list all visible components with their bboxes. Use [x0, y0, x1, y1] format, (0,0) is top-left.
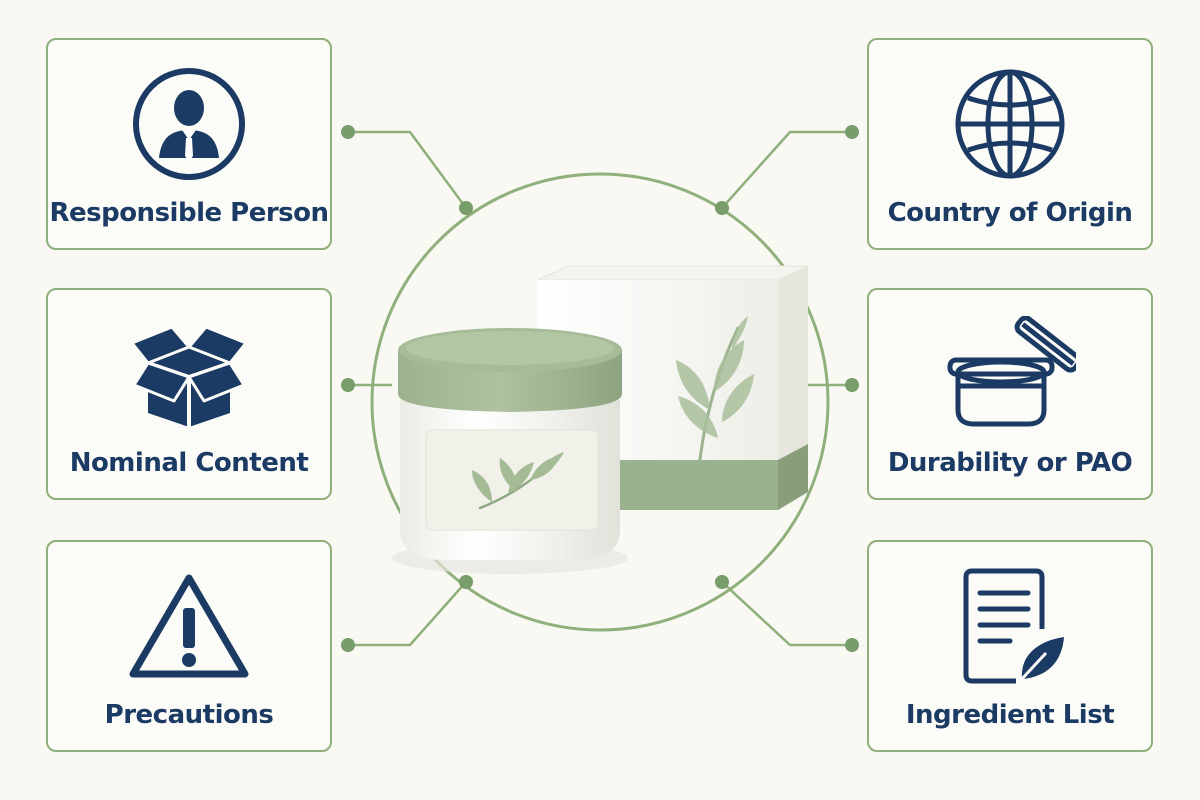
globe-icon	[869, 64, 1151, 184]
card-label: Durability or PAO	[887, 448, 1133, 478]
document-leaf-icon	[869, 566, 1151, 686]
warning-icon	[48, 566, 330, 686]
card-label: Responsible Person	[49, 198, 329, 228]
connector-dot	[715, 575, 729, 589]
card-responsible-person: Responsible Person	[46, 38, 332, 250]
connector-responsible-person	[348, 130, 468, 209]
card-durability-or-pao: Durability or PAO	[867, 288, 1153, 500]
open-jar-icon	[869, 314, 1151, 434]
connector-dot	[459, 575, 473, 589]
card-label: Nominal Content	[69, 448, 309, 478]
connector-dot	[845, 638, 859, 652]
person-icon	[48, 64, 330, 184]
connector-dot	[845, 378, 859, 392]
cosmetic-product-illustration	[392, 265, 809, 574]
card-nominal-content: Nominal Content	[46, 288, 332, 500]
connector-precautions	[348, 581, 467, 647]
connector-dot	[341, 378, 355, 392]
connector-ingredient-list	[721, 581, 852, 647]
connector-dot	[845, 125, 859, 139]
card-label: Country of Origin	[887, 198, 1133, 228]
box-icon	[48, 314, 330, 434]
card-country-of-origin: Country of Origin	[867, 38, 1153, 250]
connector-dot	[341, 125, 355, 139]
connector-dot	[459, 201, 473, 215]
cream-jar	[392, 328, 628, 574]
card-label: Ingredient List	[905, 700, 1115, 730]
card-ingredient-list: Ingredient List	[867, 540, 1153, 752]
connector-dot	[715, 201, 729, 215]
card-precautions: Precautions	[46, 540, 332, 752]
connector-dot	[341, 638, 355, 652]
center-ring	[370, 172, 830, 632]
card-label: Precautions	[104, 700, 274, 730]
connector-country-of-origin	[721, 130, 852, 209]
